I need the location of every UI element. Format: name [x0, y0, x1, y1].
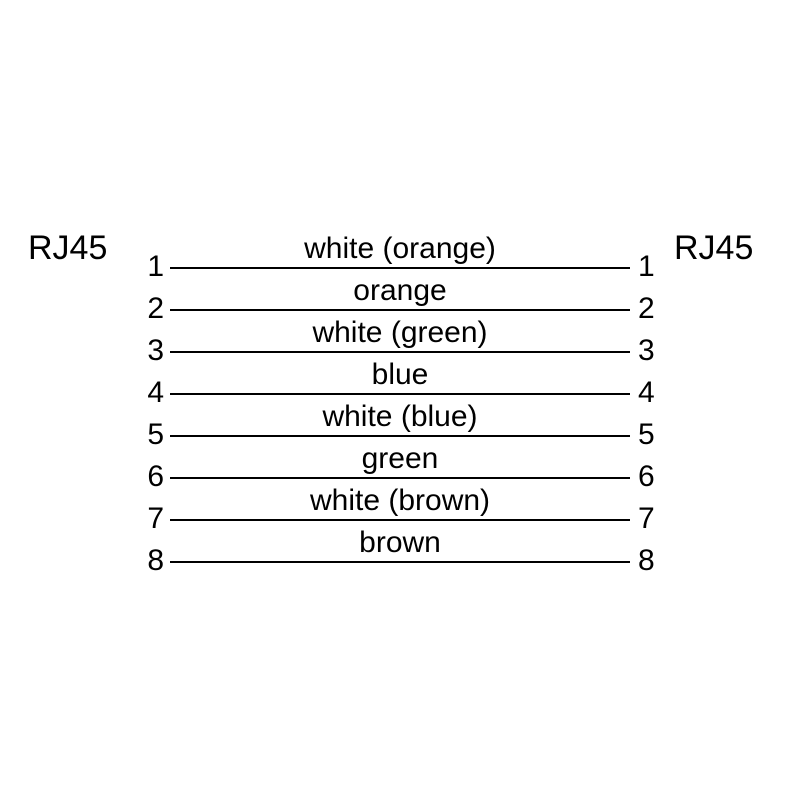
right-pin-number: 7 — [638, 502, 655, 535]
wire-row: 3 white (green) 3 — [0, 315, 800, 367]
wire-color-label: white (brown) — [309, 484, 491, 517]
wire-row: 2 orange 2 — [0, 273, 800, 325]
wire-row: 5 white (blue) 5 — [0, 399, 800, 451]
wire-color-label: blue — [371, 358, 429, 391]
wire-color-label: green — [361, 442, 439, 475]
right-pin-number: 2 — [638, 292, 655, 325]
right-pin-number: 8 — [638, 544, 655, 577]
wire-row: 7 white (brown) 7 — [0, 483, 800, 535]
right-pin-number: 1 — [638, 250, 655, 283]
left-pin-number: 3 — [147, 334, 164, 367]
left-pin-number: 4 — [147, 376, 164, 409]
right-pin-number: 3 — [638, 334, 655, 367]
wire-line — [170, 561, 630, 563]
wire-line — [170, 435, 630, 437]
left-connector-label: RJ45 — [28, 229, 108, 267]
left-pin-number: 1 — [147, 250, 164, 283]
wire-line — [170, 477, 630, 479]
wire-color-label: white (orange) — [304, 232, 496, 265]
left-pin-number: 5 — [147, 418, 164, 451]
right-pin-number: 5 — [638, 418, 655, 451]
wire-row: 6 green 6 — [0, 441, 800, 493]
left-pin-number: 8 — [147, 544, 164, 577]
left-pin-number: 6 — [147, 460, 164, 493]
wire-row: 1 white (orange) 1 — [0, 231, 800, 283]
right-pin-number: 6 — [638, 460, 655, 493]
wire-color-label: orange — [353, 274, 447, 307]
left-pin-number: 7 — [147, 502, 164, 535]
wire-row: 8 brown 8 — [0, 525, 800, 577]
wire-line — [170, 519, 630, 521]
wire-color-label: brown — [359, 526, 441, 559]
left-pin-number: 2 — [147, 292, 164, 325]
right-pin-number: 4 — [638, 376, 655, 409]
wire-line — [170, 351, 630, 353]
wire-color-label: white (green) — [312, 316, 488, 349]
wire-line — [170, 393, 630, 395]
wire-color-label: white (blue) — [322, 400, 478, 433]
right-connector-label: RJ45 — [674, 229, 754, 267]
wire-line — [170, 309, 630, 311]
wire-line — [170, 267, 630, 269]
wire-row: 4 blue 4 — [0, 357, 800, 409]
